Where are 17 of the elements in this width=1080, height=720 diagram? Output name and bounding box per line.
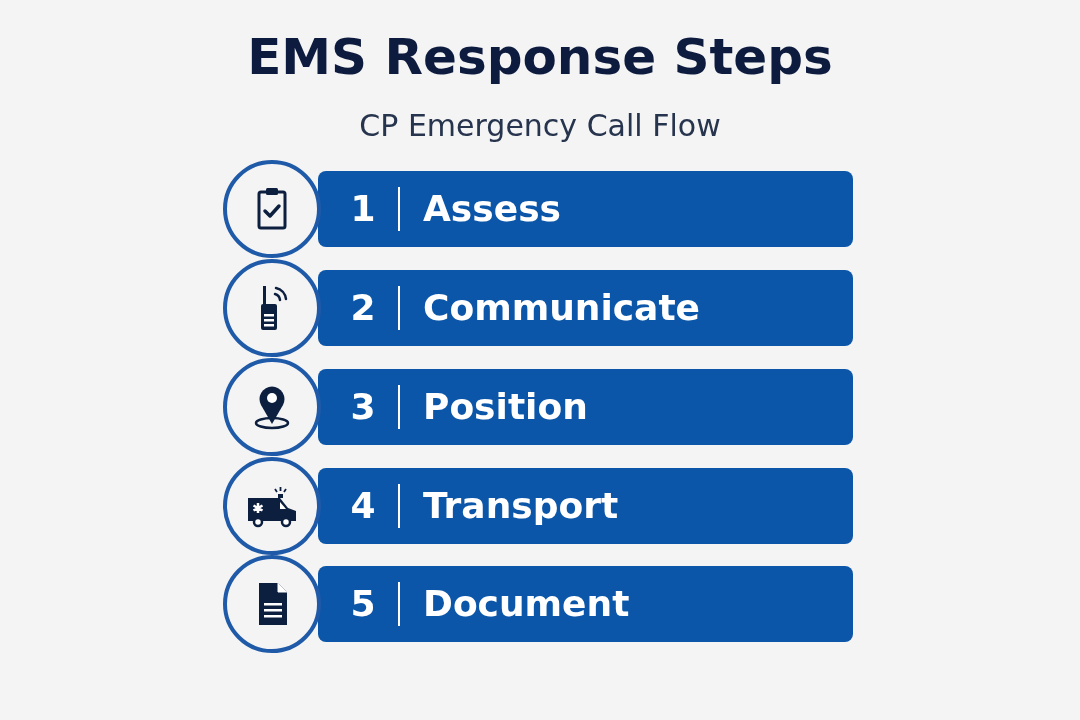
step-label: Transport <box>423 484 619 528</box>
step-number: 4 <box>349 484 377 528</box>
step-label: Communicate <box>423 286 701 330</box>
step-label: Document <box>423 582 630 626</box>
step-number: 5 <box>349 582 377 626</box>
step-bar <box>318 369 853 445</box>
step-number: 3 <box>349 385 377 429</box>
step-bar <box>318 270 853 346</box>
step-label: Assess <box>423 187 561 231</box>
step-number: 2 <box>349 286 377 330</box>
step-number: 1 <box>349 187 377 231</box>
step-bar <box>318 566 853 642</box>
step-label: Position <box>423 385 588 429</box>
title: EMS Response Steps <box>246 28 834 86</box>
subtitle: CP Emergency Call Flow <box>358 108 722 143</box>
step-bar <box>318 171 853 247</box>
step-bar <box>318 468 853 544</box>
